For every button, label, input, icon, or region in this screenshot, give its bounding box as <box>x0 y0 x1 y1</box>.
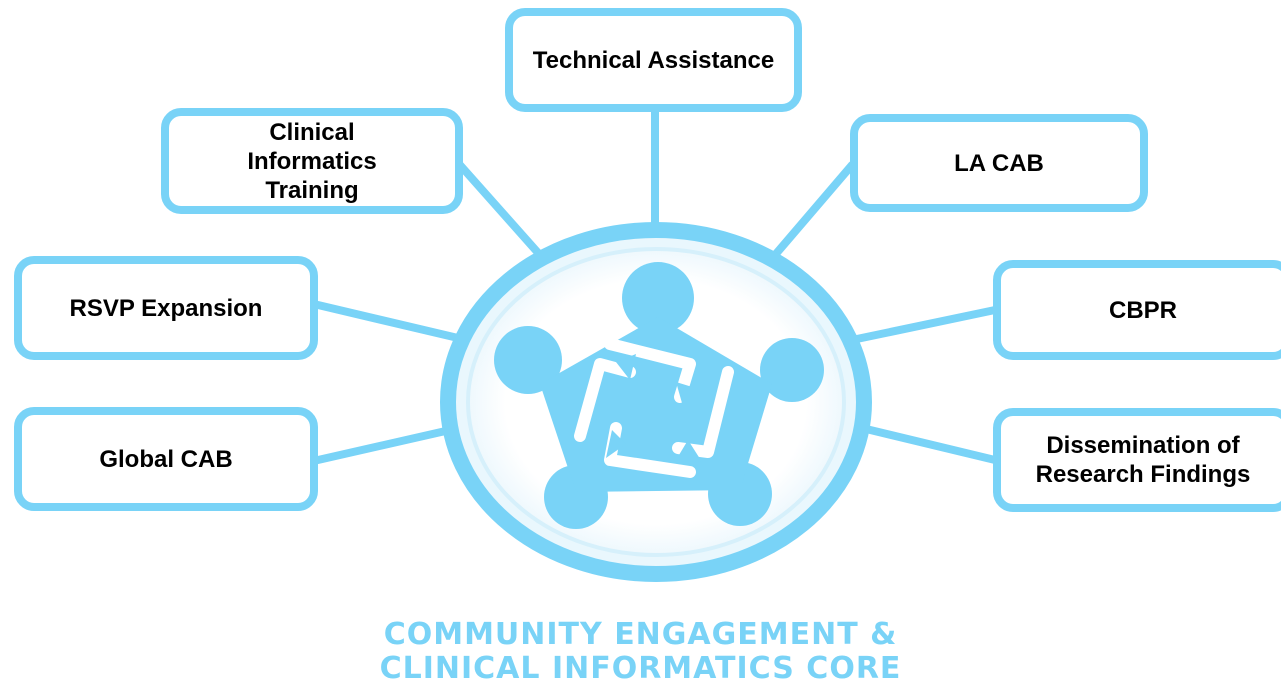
node-technical-assistance: Technical Assistance <box>505 8 802 112</box>
connector-dissemination <box>858 424 999 464</box>
node-global-cab-label: Global CAB <box>99 445 233 473</box>
core-title-line-1: COMMUNITY ENGAGEMENT & <box>383 617 898 652</box>
core-title-line-2: CLINICAL INFORMATICS CORE <box>379 651 902 686</box>
node-dissemination-of-research-findings: Dissemination of Research Findings <box>993 408 1281 512</box>
node-technical-assistance-label: Technical Assistance <box>532 46 775 74</box>
node-clinical-informatics-training-label: Clinical Informatics Training <box>247 118 377 204</box>
connector-la-cab <box>771 161 856 259</box>
core-title: COMMUNITY ENGAGEMENT & CLINICAL INFORMAT… <box>0 618 1281 686</box>
hub-circle <box>440 222 872 582</box>
node-clinical-informatics-training: Clinical Informatics Training <box>161 108 463 214</box>
node-dissemination-label: Dissemination of Research Findings <box>1035 432 1251 488</box>
connector-global-cab <box>314 426 454 464</box>
node-cbpr: CBPR <box>993 260 1281 360</box>
community-collaboration-icon <box>494 262 824 529</box>
node-la-cab: LA CAB <box>850 114 1148 212</box>
node-la-cab-label: LA CAB <box>954 149 1044 177</box>
connector-clinical-informatics-training <box>456 161 544 259</box>
node-rsvp-expansion-label: RSVP Expansion <box>69 294 263 322</box>
node-rsvp-expansion: RSVP Expansion <box>14 256 318 360</box>
connector-rsvp-expansion <box>314 301 462 342</box>
node-cbpr-label: CBPR <box>1108 296 1177 324</box>
node-global-cab: Global CAB <box>14 407 318 511</box>
connector-cbpr <box>848 306 999 344</box>
